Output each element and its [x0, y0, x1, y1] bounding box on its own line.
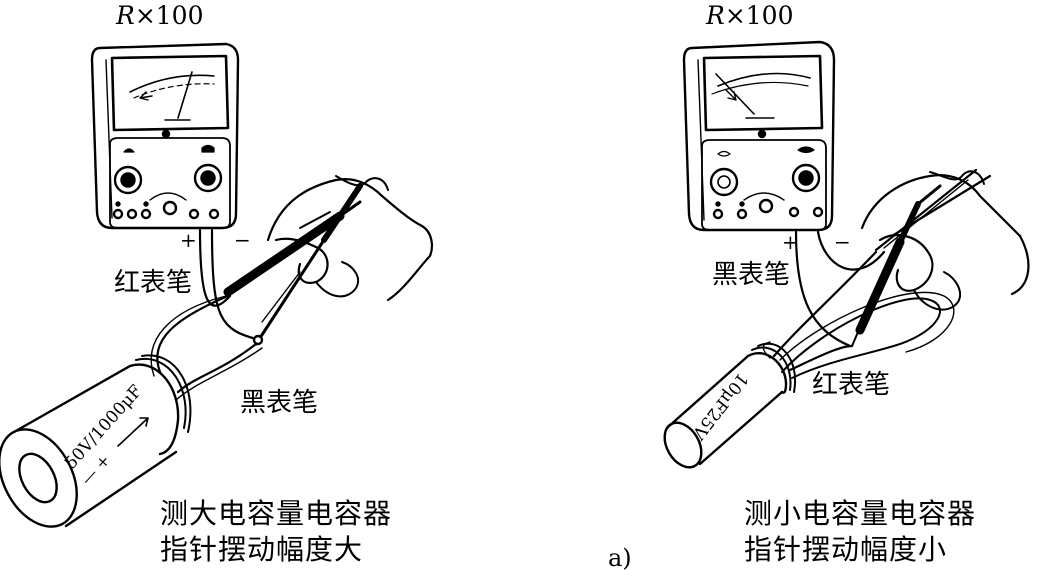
left-red-lead-top [198, 228, 232, 307]
right-plus-sign: + [782, 230, 799, 254]
figure-label: a) [608, 544, 632, 572]
left-caption-line2: 指针摆动幅度大 [160, 533, 364, 566]
right-lead-loop [781, 297, 941, 379]
right-range-value: ×100 [724, 1, 794, 30]
right-probe-line-a [874, 168, 978, 252]
right-cap-lead-1 [772, 250, 878, 358]
left-meter-needle [177, 71, 193, 119]
left-needle-swing-arrow [139, 91, 153, 101]
left-multimeter [90, 42, 262, 342]
left-red-probe [223, 211, 345, 297]
left-plus-sign: + [180, 228, 197, 252]
right-black-probe-label: 黑表笔 [712, 260, 791, 290]
right-meter-window [702, 54, 824, 132]
left-caption-line1: 测大电容量电容器 [160, 497, 393, 530]
right-needle-swing-arrow [725, 89, 737, 101]
right-caption-line2: 指针摆动幅度小 [744, 533, 948, 566]
left-range-value: ×100 [134, 1, 204, 30]
right-capacitor: 10μF25V [663, 250, 955, 469]
right-control-panel [701, 139, 827, 231]
right-red-lead [816, 230, 886, 271]
left-meter-window [110, 54, 230, 132]
right-range-label: R×100 [706, 3, 794, 28]
right-black-lead [794, 230, 852, 348]
left-hand-probes [223, 175, 433, 346]
right-probe-handle [855, 237, 905, 335]
left-black-lead [210, 228, 262, 342]
left-red-probe-label: 红表笔 [114, 268, 193, 298]
right-minus-sign: − [834, 230, 851, 254]
left-control-panel [109, 137, 231, 229]
left-minus-sign: − [234, 228, 251, 252]
right-range-prefix: R [706, 1, 725, 30]
left-cap-lead-1 [156, 294, 230, 374]
right-hand [860, 174, 1022, 238]
right-probe-line-b [890, 174, 992, 238]
left-polarity-arrow [117, 417, 149, 447]
right-caption-line1: 测小电容量电容器 [744, 497, 977, 530]
right-cap-lead-2 [788, 344, 854, 372]
left-range-prefix: R [116, 1, 135, 30]
right-hand-probes [851, 168, 1030, 347]
right-multimeter [682, 40, 886, 348]
left-hand [266, 178, 433, 258]
right-red-probe-label: 红表笔 [812, 370, 891, 400]
left-black-probe-label: 黑表笔 [240, 388, 319, 418]
left-range-label: R×100 [116, 3, 204, 28]
left-cap-lead-2 [176, 342, 258, 394]
left-black-probe [254, 238, 326, 346]
